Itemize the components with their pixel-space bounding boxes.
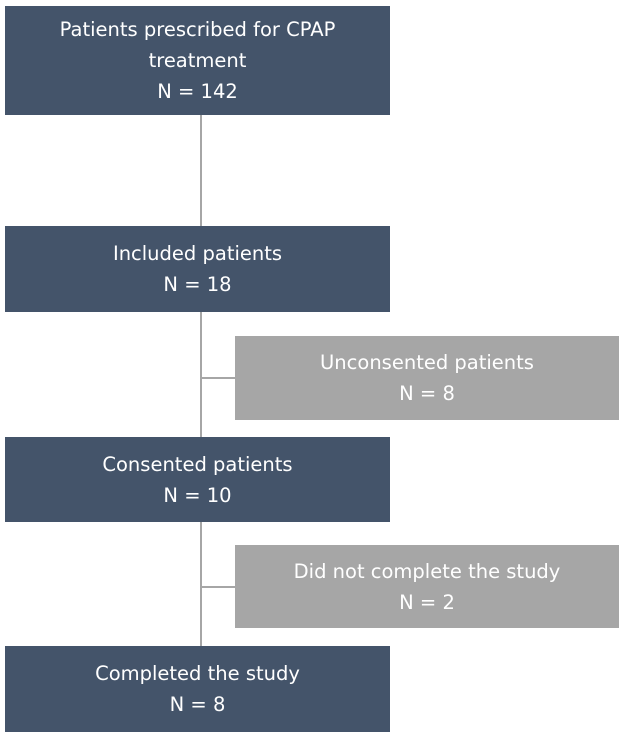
not-completed-count: N = 2 <box>399 590 455 614</box>
unconsented-count: N = 8 <box>399 382 455 405</box>
prescribed-patients-box: Patients prescribed for CPAP treatment N… <box>5 6 390 115</box>
included-patients-box: Included patients N = 18 <box>5 226 390 312</box>
completed-count: N = 8 <box>169 693 226 716</box>
unconsented-patients-box: Unconsented patients N = 8 <box>235 336 619 420</box>
prescribed-title: Patients prescribed for CPAP <box>59 18 336 41</box>
did-not-complete-box: Did not complete the study N = 2 <box>235 545 619 628</box>
consented-count: N = 10 <box>163 483 232 507</box>
completed-study-box: Completed the study N = 8 <box>5 646 390 732</box>
included-title: Included patients <box>112 242 283 265</box>
completed-title: Completed the study <box>95 662 300 685</box>
prescribed-count: N = 142 <box>157 80 238 103</box>
not-completed-title: Did not complete the study <box>293 559 561 583</box>
consented-title: Consented patients <box>102 452 293 476</box>
prescribed-title-line2: treatment <box>148 49 247 72</box>
unconsented-title: Unconsented patients <box>320 351 534 374</box>
consented-patients-box: Consented patients N = 10 <box>5 437 390 522</box>
included-count: N = 18 <box>163 273 232 296</box>
